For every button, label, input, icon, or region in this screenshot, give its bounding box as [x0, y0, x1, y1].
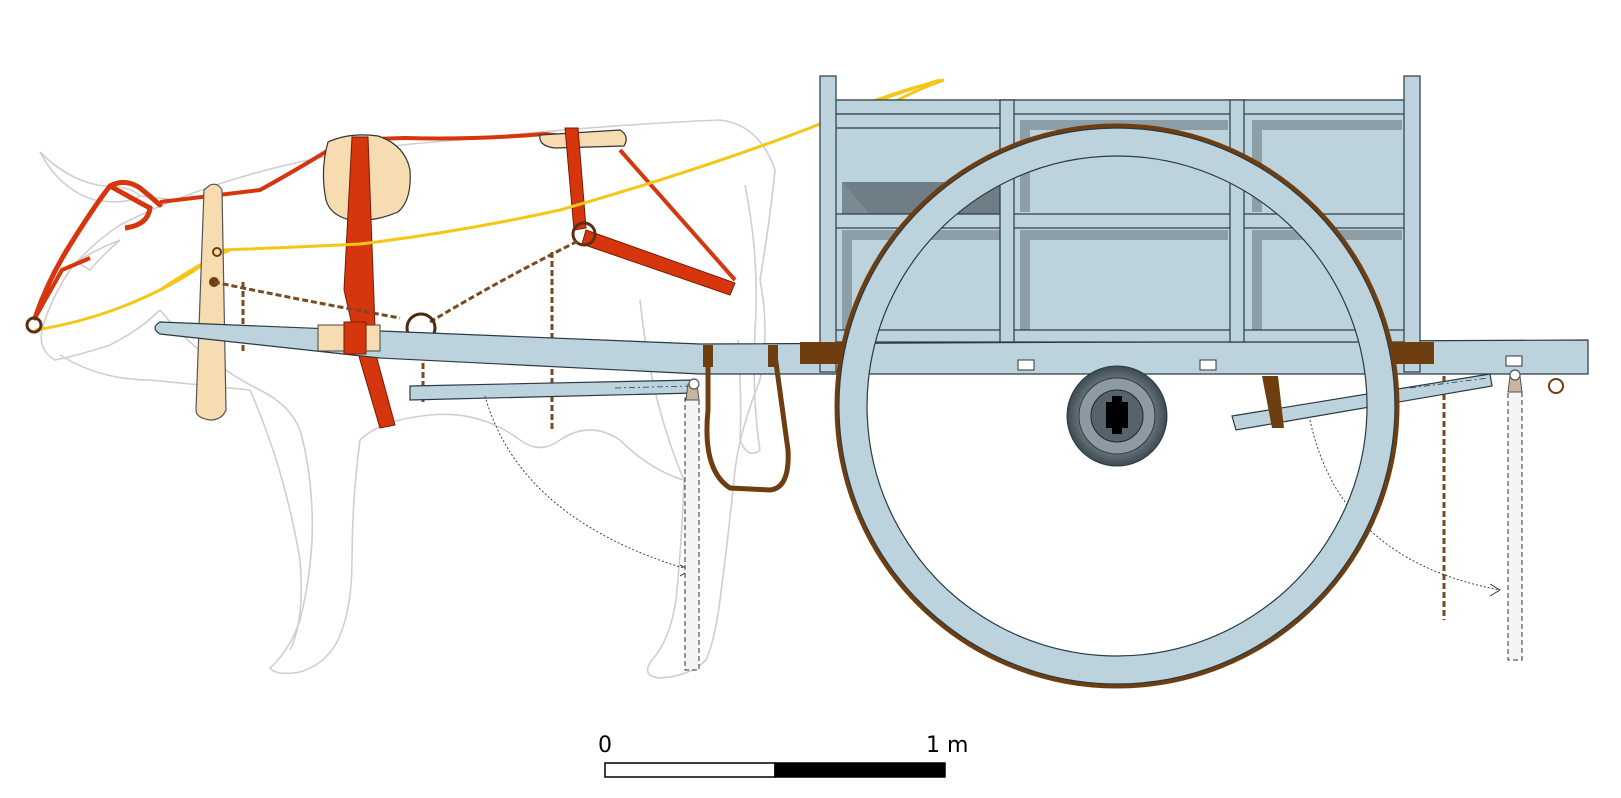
- axle-nut: [1106, 402, 1128, 428]
- front-prop-arm: [409, 379, 696, 401]
- panel-face-5: [1030, 240, 1228, 330]
- brake-lever: [1262, 376, 1284, 428]
- yoke-peg-upper: [212, 247, 222, 257]
- stirrup-hanger: [704, 347, 791, 493]
- ox-front-leg: [268, 429, 361, 675]
- hanger-clip-right: [768, 345, 778, 367]
- halter-noseband: [108, 183, 153, 231]
- ox-back: [174, 119, 776, 281]
- halter-strap: [32, 180, 163, 321]
- ox-outline: [39, 119, 776, 679]
- rein-lower: [34, 78, 941, 332]
- belly-band: [343, 136, 396, 429]
- scale-bar-white: [604, 762, 776, 778]
- front-prop-centerline: [614, 385, 691, 389]
- rear-prop-swing-arc: [1309, 419, 1501, 591]
- ox-head: [40, 195, 179, 361]
- reins: [34, 78, 945, 332]
- harness: [32, 127, 737, 429]
- hip-strap: [581, 229, 736, 296]
- ox-hind-leg: [646, 279, 766, 679]
- bolt-1: [1017, 359, 1035, 371]
- axle-bracket-front: [800, 342, 842, 364]
- front-prop-pin: [688, 378, 700, 390]
- ox-tail: [737, 184, 761, 455]
- scale-label-end: 1 m: [926, 733, 968, 758]
- side-post-1: [999, 99, 1015, 343]
- axle-bracket-rear: [1392, 342, 1434, 364]
- wheel-rim: [838, 127, 1396, 685]
- scale-bar: 0 1 m: [598, 733, 968, 778]
- yoke-stick: [195, 183, 227, 421]
- hip-strap-top: [618, 148, 737, 282]
- bolt-3: [1505, 355, 1523, 367]
- scale-bar-black: [774, 762, 946, 778]
- side-post-2: [1229, 99, 1245, 343]
- rear-prop-centerline: [1409, 377, 1489, 389]
- ox-far-leg: [249, 389, 303, 651]
- rear-prop-arrow: [1489, 583, 1501, 597]
- belly-band-cross: [343, 321, 367, 355]
- scale-label-start: 0: [598, 733, 612, 758]
- axle-pin-bottom: [1112, 428, 1122, 434]
- bottom-rail: [834, 329, 1408, 343]
- bolt-2: [1199, 359, 1217, 371]
- rear-prop-pin: [1509, 369, 1521, 381]
- axle-pin-top: [1112, 396, 1122, 402]
- trace-chain: [213, 280, 401, 320]
- front-prop-swing-arc: [484, 395, 691, 571]
- corner-post-front: [819, 75, 837, 373]
- nose-ring: [25, 316, 43, 334]
- rein-upper: [159, 248, 231, 292]
- rear-tow-ring: [1548, 378, 1564, 394]
- harness-ring: [571, 221, 597, 247]
- shaft-bolts: [1017, 355, 1523, 371]
- front-prop-leg: [684, 397, 700, 671]
- top-rail-front: [831, 113, 1005, 129]
- rear-prop-leg: [1507, 389, 1523, 661]
- ox-ear: [74, 239, 121, 272]
- corner-post-rear: [1403, 75, 1421, 373]
- front-chain: [429, 238, 581, 324]
- wheel-tire: [834, 123, 1400, 689]
- wheel: [834, 123, 1400, 689]
- top-rail: [831, 99, 1407, 115]
- ox-mid-body: [639, 299, 685, 481]
- hanger-clip-left: [703, 345, 713, 367]
- ox-belly: [359, 413, 685, 481]
- hub: [1066, 365, 1168, 467]
- props: [484, 369, 1564, 671]
- halter-cheek: [33, 256, 91, 319]
- crupper-pad: [539, 129, 627, 149]
- rear-prop-arm: [1231, 373, 1493, 431]
